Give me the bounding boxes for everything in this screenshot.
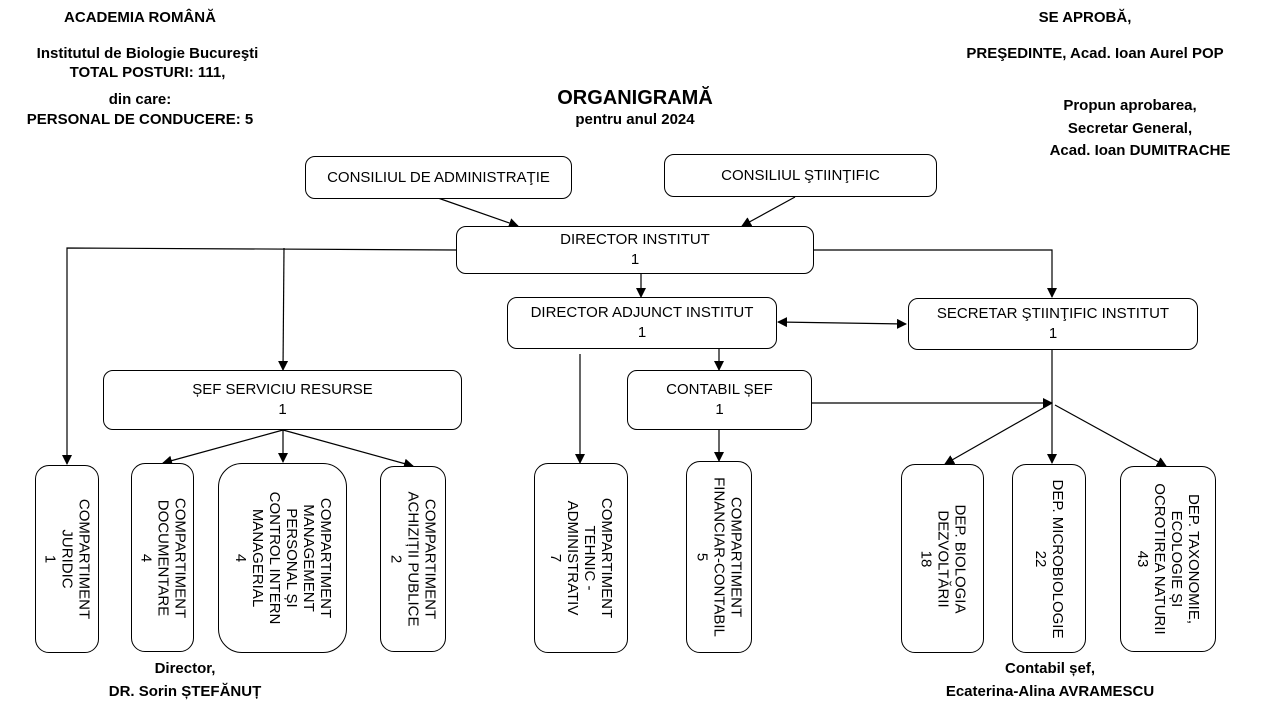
accountant-signature-name: Ecaterina-Alina AVRAMESCU — [945, 683, 1155, 700]
dept-label: COMPARTIMENT TEHNIC - ADMINISTRATIV 7 — [547, 497, 615, 619]
dept-label: COMPARTIMENT JURIDIC 1 — [41, 498, 93, 620]
accountant-signature-title: Contabil șef, — [1004, 660, 1095, 677]
dept-label: DEP. TAXONOMIE, ECOLOGIE ȘI OCROTIREA NA… — [1134, 483, 1202, 635]
arrow-to-resources — [278, 247, 289, 371]
dept-count: 5 — [693, 552, 711, 562]
dept-biologia: DEP. BIOLOGIA DEZVOLTĂRII 18 — [901, 464, 984, 653]
arrow-resources-to-documentare — [162, 429, 284, 466]
secretary-name: Acad. Ioan DUMITRACHE — [1049, 142, 1231, 159]
dept-taxonomie: DEP. TAXONOMIE, ECOLOGIE ȘI OCROTIREA NA… — [1120, 466, 1216, 652]
box-admin-council: CONSILIUL DE ADMINISTRAŢIE — [305, 156, 572, 199]
director-signature-name: DR. Sorin ȘTEFĂNUȚ — [108, 683, 262, 700]
dept-label: DEP. MICROBIOLOGIE 22 — [1032, 479, 1066, 638]
total-posts: TOTAL POSTURI: 111, — [69, 64, 226, 81]
box-count: 1 — [278, 401, 287, 418]
dept-tehnic: COMPARTIMENT TEHNIC - ADMINISTRATIV 7 — [534, 463, 628, 653]
box-count: 1 — [630, 251, 640, 268]
arrow-admin-to-director — [437, 197, 519, 228]
box-count: 1 — [637, 324, 647, 341]
dept-label: COMPARTIMENT MANAGEMENT PERSONAL ȘI CONT… — [231, 491, 334, 625]
box-label: ȘEF SERVICIU RESURSE — [192, 381, 373, 398]
box-scientific-council: CONSILIUL ŞTIINŢIFIC — [664, 154, 937, 197]
of-which: din care: — [108, 91, 172, 108]
box-label: DIRECTOR ADJUNCT INSTITUT — [530, 304, 754, 321]
dept-count: 22 — [1032, 550, 1049, 567]
director-signature-title: Director, — [154, 660, 216, 677]
dept-label: DEP. BIOLOGIA DEZVOLTĂRII 18 — [917, 504, 968, 613]
box-scientific-secretary: SECRETAR ŞTIINŢIFIC INSTITUT 1 — [908, 298, 1198, 350]
dept-achizitii: COMPARTIMENT ACHIZIȚII PUBLICE 2 — [380, 466, 446, 652]
chart-subtitle: pentru anul 2024 — [575, 111, 695, 128]
dept-management: COMPARTIMENT MANAGEMENT PERSONAL ȘI CONT… — [218, 463, 347, 653]
approved-label: SE APROBĂ, — [1038, 9, 1132, 26]
president-name: PREŞEDINTE, Acad. Ioan Aurel POP — [966, 45, 1224, 62]
dept-juridic: COMPARTIMENT JURIDIC 1 — [35, 465, 99, 653]
arrow-junction-to-taxonomie — [1054, 404, 1167, 467]
box-director: DIRECTOR INSTITUT 1 — [456, 226, 814, 274]
line-director-right — [813, 249, 1057, 298]
dept-count: 43 — [1134, 550, 1151, 568]
dept-financiar: COMPARTIMENT FINANCIAR-CONTABIL 5 — [686, 461, 752, 653]
arrow-resources-to-achizitii — [282, 429, 414, 469]
academy-name: ACADEMIA ROMÂNĂ — [64, 9, 216, 26]
box-chief-accountant: CONTABIL ȘEF 1 — [627, 370, 812, 430]
box-label: SECRETAR ŞTIINŢIFIC INSTITUT — [936, 305, 1170, 322]
institute-name: Institutul de Biologie Bucureşti — [36, 45, 259, 62]
box-label: DIRECTOR INSTITUT — [560, 231, 710, 248]
arrow-scientific-to-director — [741, 196, 796, 227]
dept-count: 4 — [137, 553, 154, 562]
box-count: 1 — [1048, 325, 1058, 342]
dept-count: 4 — [231, 553, 249, 563]
dept-label: COMPARTIMENT DOCUMENTARE 4 — [137, 497, 188, 618]
dept-count: 2 — [387, 554, 405, 564]
dept-count: 18 — [917, 550, 934, 567]
dept-microbiologie: DEP. MICROBIOLOGIE 22 — [1012, 464, 1086, 653]
dept-count: 1 — [41, 554, 59, 564]
chart-title: ORGANIGRAMĂ — [557, 87, 713, 109]
dept-label: COMPARTIMENT FINANCIAR-CONTABIL 5 — [693, 477, 745, 637]
management-staff: PERSONAL DE CONDUCERE: 5 — [26, 111, 254, 128]
arrow-junction-to-biologia — [944, 402, 1053, 465]
box-resources-head: ȘEF SERVICIU RESURSE 1 — [103, 370, 462, 430]
dept-documentare: COMPARTIMENT DOCUMENTARE 4 — [131, 463, 194, 652]
box-deputy-director: DIRECTOR ADJUNCT INSTITUT 1 — [507, 297, 777, 349]
dept-label: COMPARTIMENT ACHIZIȚII PUBLICE 2 — [387, 491, 439, 627]
box-label: CONTABIL ȘEF — [666, 381, 773, 398]
secretary-title: Secretar General, — [1067, 120, 1193, 137]
box-label: CONSILIUL ŞTIINŢIFIC — [721, 166, 880, 184]
box-label: CONSILIUL DE ADMINISTRAŢIE — [327, 168, 550, 186]
box-count: 1 — [715, 401, 724, 418]
propose-label: Propun aprobarea, — [1063, 97, 1197, 114]
arrow-deputy-secretary — [777, 317, 907, 329]
dept-count: 7 — [547, 553, 564, 563]
line-director-left — [62, 247, 458, 465]
